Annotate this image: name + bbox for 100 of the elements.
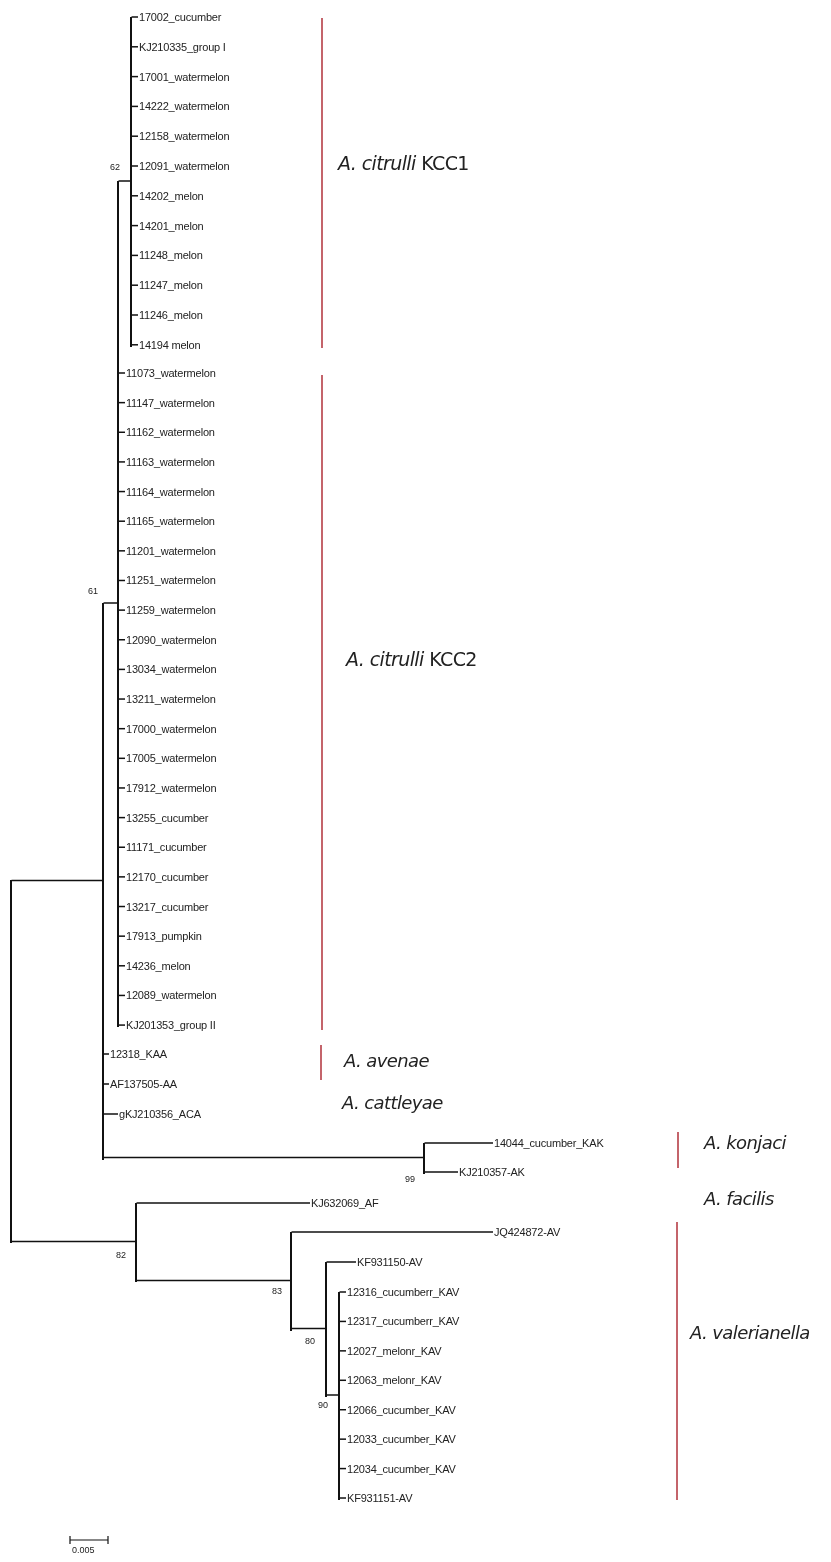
clade-label: A. citrulli KCC1: [338, 152, 469, 174]
taxon-label: 12091_watermelon: [139, 159, 230, 173]
taxon-label: 17912_watermelon: [126, 780, 217, 795]
tree-branch: [117, 965, 126, 967]
tree-junction-line: [325, 1262, 327, 1397]
taxon-label: 11201_watermelon: [126, 543, 216, 558]
taxon-label: 11162_watermelon: [126, 425, 215, 440]
tree-branch: [130, 344, 139, 346]
taxon-label: 13034_watermelon: [126, 662, 217, 677]
tree-junction-line: [102, 603, 104, 1160]
taxon-label: 17002_cucumber: [139, 10, 222, 24]
tree-branch: [325, 1261, 357, 1263]
bootstrap-value: 90: [318, 1400, 328, 1410]
tree-branch: [130, 165, 139, 167]
taxon-label: KF931151-AV: [347, 1491, 413, 1505]
tree-branch: [338, 1438, 347, 1440]
tree-branch: [102, 1156, 424, 1159]
clade-label: A. facilis: [704, 1188, 774, 1209]
taxon-label: AF137505-AA: [110, 1077, 177, 1091]
tree-branch: [423, 1171, 459, 1173]
taxon-label: 17001_watermelon: [139, 69, 230, 84]
tree-branch: [102, 1053, 110, 1055]
taxon-label: KJ201353_group II: [126, 1018, 216, 1033]
tree-branch: [130, 284, 139, 286]
bootstrap-value: 61: [88, 586, 98, 596]
taxon-label: 11164_watermelon: [126, 484, 215, 499]
tree-branch: [423, 1142, 494, 1144]
tree-branch: [117, 787, 126, 789]
taxon-label: 12063_melonr_KAV: [347, 1373, 442, 1388]
tree-branch: [325, 1394, 339, 1396]
taxon-label: 13217_cucumber: [126, 899, 209, 914]
taxon-label: 12034_cucumber_KAV: [347, 1461, 456, 1476]
taxon-label: 11073_watermelon: [126, 366, 216, 380]
tree-branch: [117, 846, 126, 848]
tree-branch: [102, 1083, 110, 1085]
scale-value: 0.005: [72, 1545, 95, 1555]
taxon-label: KJ632069_AF: [311, 1196, 379, 1210]
tree-branch: [130, 46, 139, 48]
taxon-label: 17005_watermelon: [126, 751, 217, 766]
taxon-label: 14201_melon: [139, 218, 204, 233]
clade-label: A. avenae: [344, 1050, 429, 1071]
tree-branch: [102, 602, 118, 604]
tree-branch: [117, 550, 126, 552]
bootstrap-value: 83: [272, 1286, 282, 1296]
taxon-label: 14222_watermelon: [139, 99, 230, 114]
taxon-label: 11251_watermelon: [126, 573, 216, 588]
taxon-label: 13255_cucumber: [126, 810, 209, 825]
bootstrap-value: 99: [405, 1174, 415, 1184]
tree-branch: [117, 639, 126, 641]
taxon-label: 12318_KAA: [110, 1047, 167, 1061]
tree-branch: [290, 1327, 326, 1330]
taxon-label: 12066_cucumber_KAV: [347, 1402, 456, 1417]
taxon-label: KF931150-AV: [357, 1255, 423, 1269]
taxon-label: gKJ210356_ACA: [119, 1107, 201, 1121]
taxon-label: 11171_cucumber: [126, 840, 207, 855]
tree-branch: [117, 372, 126, 374]
taxon-label: 14044_cucumber_KAK: [494, 1136, 604, 1150]
taxon-label: 12316_cucumberr_KAV: [347, 1285, 460, 1299]
taxon-label: 17913_pumpkin: [126, 929, 202, 944]
tree-branch: [338, 1497, 347, 1499]
tree-branch: [117, 609, 126, 611]
taxon-label: 11248_melon: [139, 248, 203, 263]
taxon-label: 11247_melon: [139, 278, 203, 293]
taxon-label: JQ424872-AV: [494, 1225, 561, 1239]
tree-branch: [290, 1231, 494, 1233]
tree-branch: [135, 1202, 311, 1204]
tree-junction-line: [290, 1232, 292, 1331]
tree-branch: [338, 1291, 347, 1293]
tree-branch: [135, 1279, 291, 1282]
tree-junction-line: [423, 1143, 425, 1174]
tree-branch: [10, 1240, 136, 1243]
taxon-label: 11165_watermelon: [126, 514, 215, 529]
taxon-label: 12158_watermelon: [139, 129, 230, 144]
tree-branch: [130, 16, 139, 18]
taxon-label: 12027_melonr_KAV: [347, 1343, 442, 1358]
clade-label: A. citrulli KCC2: [346, 648, 477, 670]
tree-branch: [130, 195, 139, 197]
clade-label: A. valerianella: [690, 1322, 810, 1343]
taxon-label: 11246_melon: [139, 308, 203, 322]
tree-branch: [117, 520, 126, 522]
taxon-label: 17000_watermelon: [126, 721, 217, 736]
taxon-label: 12033_cucumber_KAV: [347, 1432, 456, 1447]
clade-label: A. konjaci: [704, 1132, 786, 1153]
taxon-label: 11163_watermelon: [126, 454, 215, 469]
tree-branch: [117, 935, 126, 937]
tree-branch: [102, 1113, 119, 1115]
tree-branch: [117, 698, 126, 700]
tree-junction-line: [338, 1292, 340, 1500]
bootstrap-value: 62: [110, 162, 120, 172]
tree-branch: [117, 180, 131, 182]
taxon-label: 12317_cucumberr_KAV: [347, 1314, 460, 1329]
tree-branch: [338, 1350, 347, 1352]
bootstrap-value: 80: [305, 1336, 315, 1346]
tree-junction-line: [10, 880, 12, 1243]
bootstrap-value: 82: [116, 1250, 126, 1260]
taxon-label: 14202_melon: [139, 188, 204, 203]
tree-branch: [130, 135, 139, 137]
tree-junction-line: [130, 17, 132, 347]
taxon-label: 14194 melon: [139, 337, 201, 352]
tree-branch: [117, 1024, 126, 1026]
